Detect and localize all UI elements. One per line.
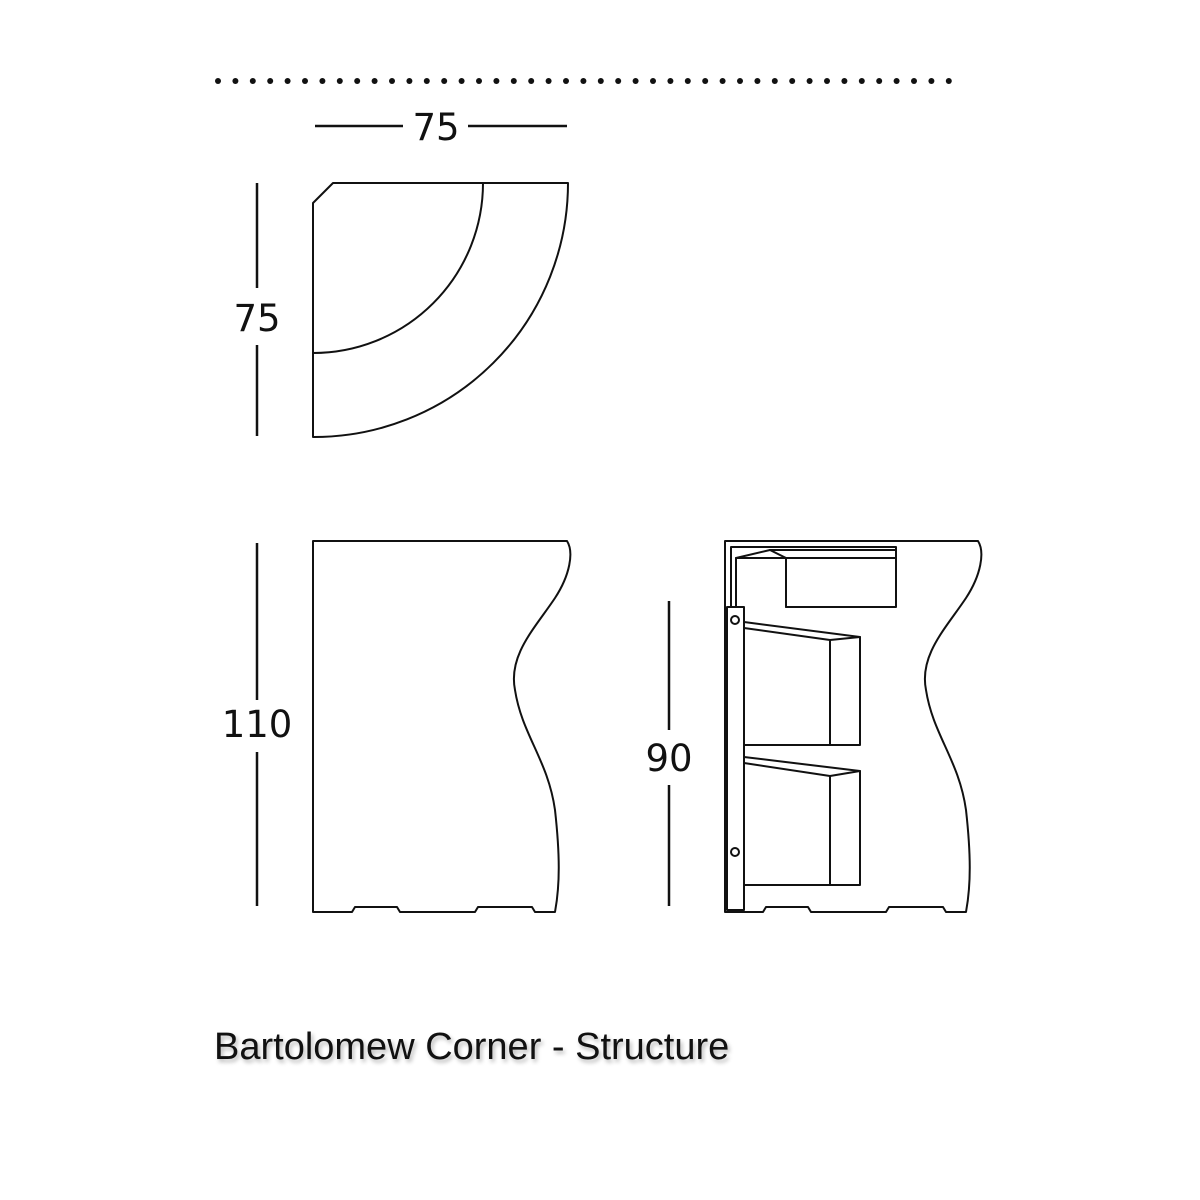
post-screw-upper [730, 615, 740, 625]
separator-dot [371, 78, 378, 84]
separator-dot [510, 78, 517, 84]
middle-shelf [743, 621, 861, 746]
front-height-dimension: 110 [222, 543, 293, 906]
separator-dot [841, 78, 848, 84]
separator-dot [545, 78, 552, 84]
top-depth-label: 75 [233, 297, 280, 340]
top-depth-dimension: 75 [233, 183, 281, 436]
top-view-outline [312, 182, 569, 439]
separator-dot [754, 78, 761, 84]
separator-dot [650, 78, 656, 84]
separator-dot [806, 78, 813, 84]
separator-dot [406, 78, 413, 84]
separator-dot [615, 78, 622, 84]
separator-dot [458, 78, 465, 84]
separator-dot [824, 78, 830, 84]
separator-dot [284, 78, 291, 84]
separator-dot [597, 78, 604, 84]
top-view [312, 182, 569, 439]
lower-shelf [743, 756, 861, 886]
separator-dot [580, 78, 587, 84]
separator-dot [858, 78, 865, 84]
separator-dot [702, 78, 709, 84]
separator-dot [945, 78, 952, 84]
top-view-inner-arc [312, 182, 484, 354]
structure-post [726, 606, 745, 911]
separator-dot [423, 78, 430, 84]
top-width-label: 75 [412, 106, 459, 149]
top-drawer [730, 546, 897, 608]
dotted-separator [215, 78, 952, 84]
side-height-label: 90 [645, 737, 692, 780]
side-height-dimension: 90 [645, 601, 693, 906]
separator-dot [441, 78, 448, 84]
separator-dot [319, 78, 326, 84]
separator-dot [302, 78, 308, 84]
separator-dot [389, 78, 395, 84]
separator-dot [911, 78, 917, 84]
front-view [312, 540, 572, 913]
side-view-outline [724, 540, 983, 913]
separator-dot [563, 78, 569, 84]
front-view-outline [312, 540, 572, 913]
separator-dot [928, 78, 935, 84]
side-view [724, 540, 983, 913]
separator-dot [684, 78, 691, 84]
separator-dot [719, 78, 726, 84]
separator-dot [476, 78, 482, 84]
separator-dot [667, 78, 674, 84]
separator-dot [232, 78, 239, 84]
separator-dot [215, 78, 221, 84]
separator-dot [493, 78, 500, 84]
front-height-label: 110 [222, 703, 293, 746]
separator-dot [632, 78, 639, 84]
separator-dot [893, 78, 900, 84]
separator-dot [737, 78, 743, 84]
separator-dot [249, 78, 256, 84]
separator-dot [528, 78, 535, 84]
post-screw-lower [730, 847, 740, 857]
separator-dot [771, 78, 778, 84]
separator-dot [336, 78, 343, 84]
separator-dot [354, 78, 361, 84]
separator-dot [267, 78, 274, 84]
separator-dot [789, 78, 796, 84]
product-caption: Bartolomew Corner - Structure [214, 1026, 730, 1068]
top-width-dimension: 75 [315, 106, 567, 149]
separator-dot [876, 78, 883, 84]
